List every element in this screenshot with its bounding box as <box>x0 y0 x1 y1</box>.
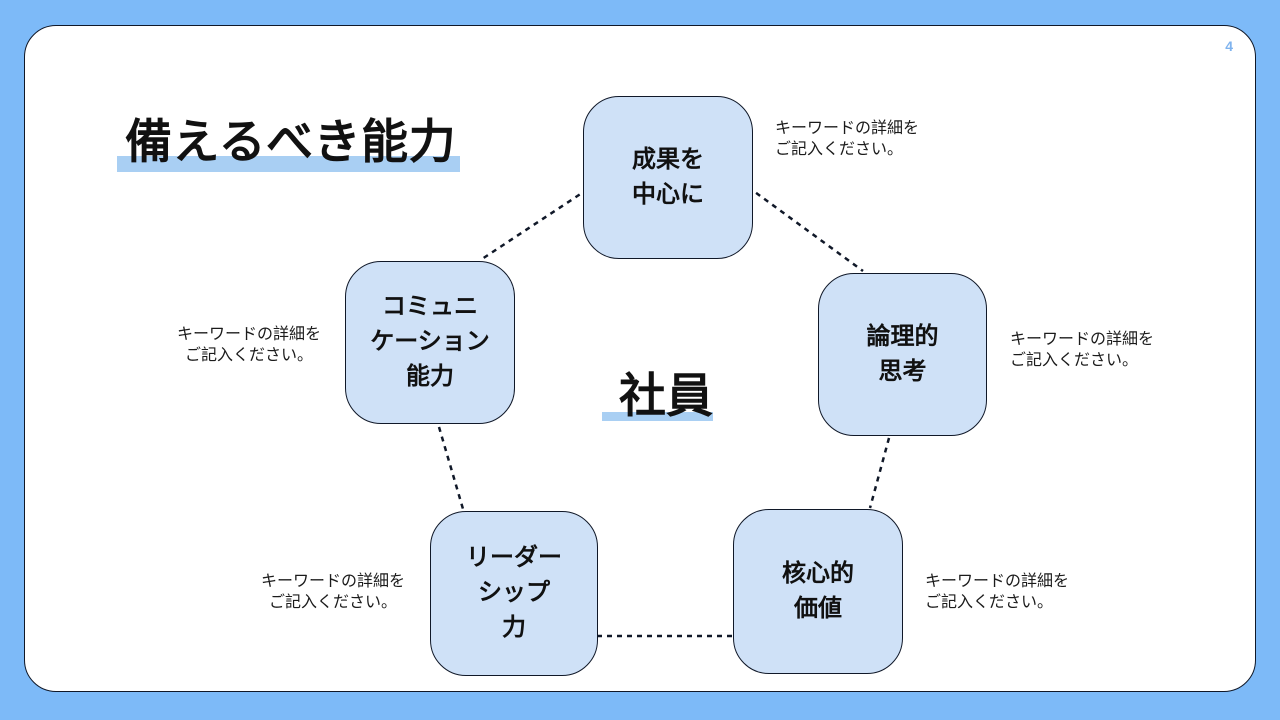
connector-left-to-bottom-left <box>437 426 465 510</box>
node-label-logical-thinking: 論理的 思考 <box>866 322 939 385</box>
connector-right-to-bottom-right <box>868 437 891 509</box>
node-box-leadership: リーダー シップ 力 <box>430 511 598 676</box>
title-highlight <box>117 156 461 172</box>
connector-top-to-right <box>747 185 864 273</box>
node-label-communication: コミュニ ケーション 能力 <box>370 293 490 390</box>
page-title-text: 備えるべき能力 <box>125 115 457 168</box>
caption-leadership: キーワードの詳細を ご記入ください。 <box>260 573 405 612</box>
center-label: 社員 <box>602 368 713 424</box>
caption-core-values: キーワードの詳細を ご記入ください。 <box>925 573 1070 612</box>
center-label-highlight <box>602 412 713 421</box>
page-title: 備えるべき能力 <box>117 114 461 172</box>
node-box-core-values: 核心的 価値 <box>733 509 903 674</box>
caption-logical-thinking: キーワードの詳細を ご記入ください。 <box>1010 331 1155 370</box>
node-label-results: 成果を 中心に <box>632 145 704 208</box>
node-label-core-values: 核心的 価値 <box>782 559 854 622</box>
caption-communication: キーワードの詳細を ご記入ください。 <box>176 326 321 365</box>
page-number: 4 <box>1225 38 1233 54</box>
node-label-leadership: リーダー シップ 力 <box>466 544 562 641</box>
connector-top-to-left <box>481 187 589 261</box>
node-box-results: 成果を 中心に <box>583 96 753 259</box>
caption-results: キーワードの詳細を ご記入ください。 <box>775 120 920 159</box>
slide-card: 4 備えるべき能力 社員 成果を 中心に 論理的 思考 コミュニ ケーション 能… <box>24 25 1256 692</box>
node-box-logical-thinking: 論理的 思考 <box>818 273 987 436</box>
center-label-text: 社員 <box>619 369 713 422</box>
node-box-communication: コミュニ ケーション 能力 <box>345 261 515 424</box>
